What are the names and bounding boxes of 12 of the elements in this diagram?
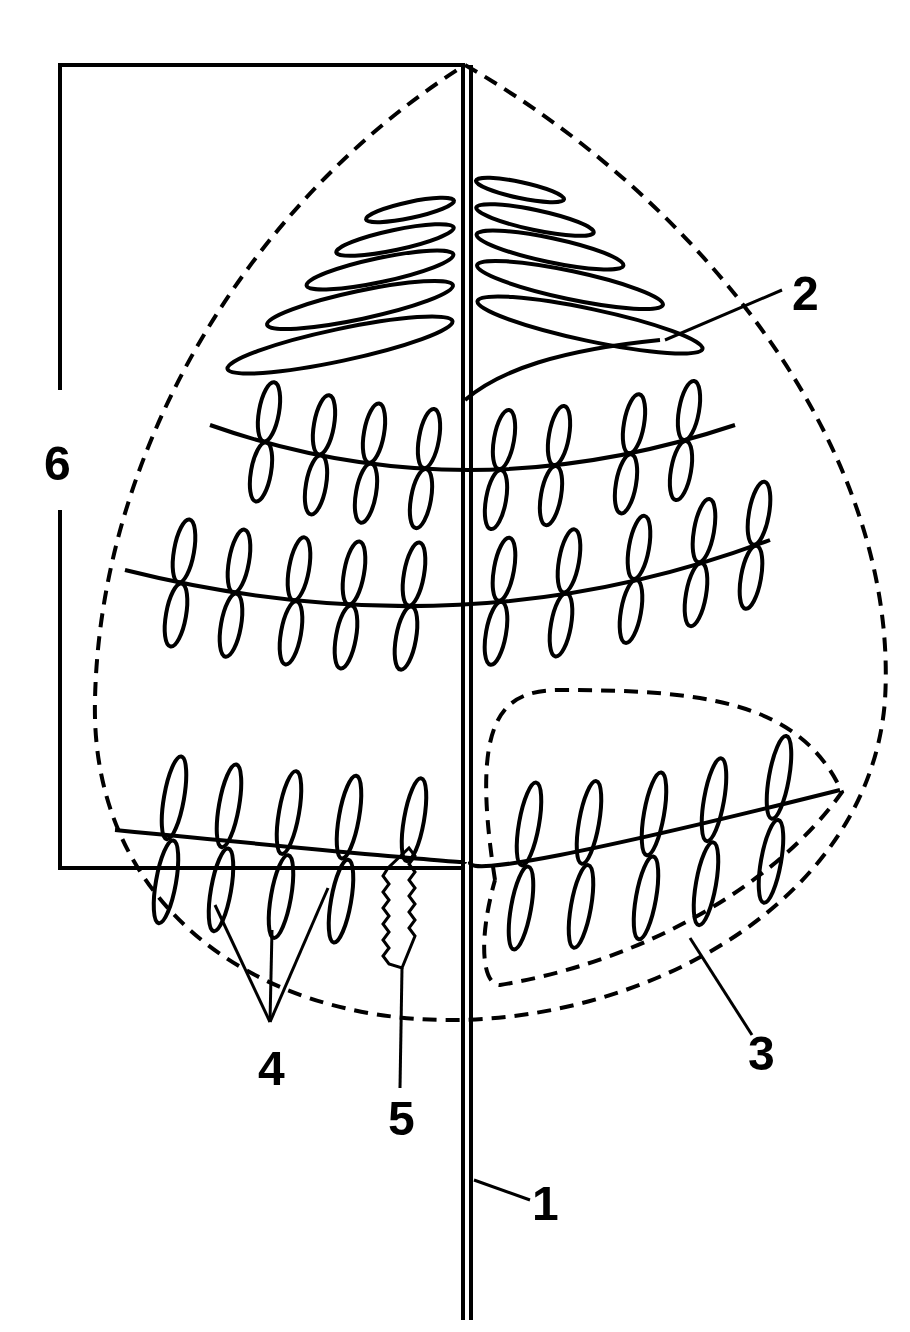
leader-line — [268, 887, 330, 1023]
leader-line — [398, 967, 404, 1089]
leader-line — [688, 937, 754, 1036]
dimension-label: 6 — [44, 440, 71, 488]
callout-number: 4 — [258, 1045, 285, 1093]
callout-number: 1 — [532, 1180, 559, 1228]
leader-line — [473, 1178, 531, 1202]
leader-line — [664, 288, 783, 342]
leader-line — [213, 904, 272, 1023]
callout-number: 2 — [792, 270, 819, 318]
callout-number: 5 — [388, 1095, 415, 1143]
callout-number: 3 — [748, 1030, 775, 1078]
